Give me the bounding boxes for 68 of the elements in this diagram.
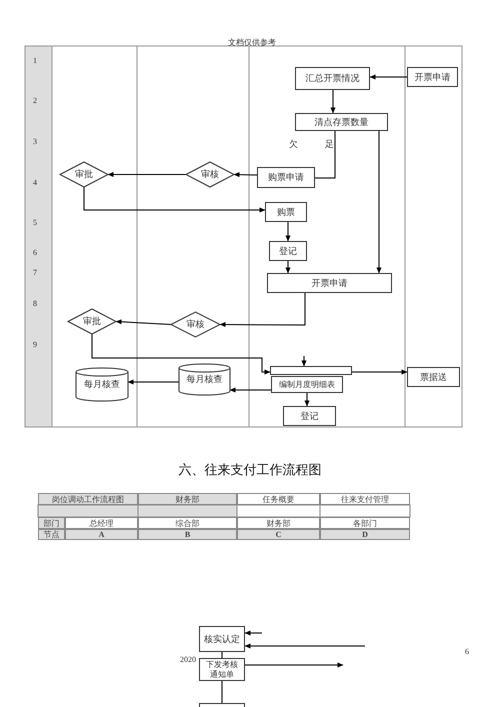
process-box: 核实认定	[199, 626, 245, 652]
table-cell: 任务概要	[237, 493, 320, 505]
process-box: 票据送	[407, 367, 460, 387]
table-cell: A	[65, 529, 138, 540]
arrow	[128, 380, 180, 384]
page-header: 文档仅供参考	[228, 37, 276, 48]
arrow	[108, 172, 186, 177]
section-heading: 六、往来支付工作流程图	[178, 462, 322, 479]
process-box: 编制月度明细表	[271, 376, 343, 393]
arrow	[286, 260, 290, 274]
table-cell: 岗位调动工作流程图	[38, 493, 138, 505]
table-cell: 节点	[38, 529, 65, 540]
table-cell: 总经理	[65, 517, 138, 529]
arrow	[286, 222, 290, 242]
table-cell: 往来支付管理	[320, 493, 410, 505]
arrow	[244, 662, 344, 668]
table-cell: 综合部	[138, 517, 237, 529]
row-number: 3	[33, 137, 37, 146]
process-box: 购票	[265, 202, 307, 222]
row-number: 1	[33, 56, 37, 65]
row-number: 2	[33, 96, 37, 105]
process-box: 登记	[283, 406, 336, 426]
table-cell: 财务部	[138, 493, 237, 505]
arrow	[304, 392, 310, 406]
arrow	[330, 90, 336, 114]
table-cell: 各部门	[320, 517, 410, 529]
page-number: 6	[465, 647, 469, 656]
connector-line	[314, 130, 336, 178]
process-box: 开票申请	[267, 273, 392, 293]
arrow	[220, 292, 306, 328]
row-number: 5	[33, 218, 37, 227]
process-box: 汇总开票情况	[295, 67, 370, 90]
arrow	[370, 74, 408, 80]
arrow	[92, 334, 270, 374]
decision-diamond: 审核	[186, 162, 234, 187]
table-cell: C	[237, 529, 320, 540]
row-number: 7	[33, 268, 37, 277]
database-cylinder: 每月核查	[179, 364, 230, 395]
process-box: 购票申请	[257, 167, 315, 188]
table-cell: 部门	[38, 517, 65, 529]
table-cell: D	[320, 529, 410, 540]
process-box: 登记	[269, 241, 307, 261]
database-cylinder: 每月核查	[76, 368, 128, 401]
arrow	[84, 186, 266, 212]
row-number: 8	[33, 299, 37, 308]
branch-label: 足	[325, 138, 334, 151]
arrow	[376, 130, 382, 274]
process-box	[270, 366, 352, 375]
decision-diamond: 审批	[68, 309, 116, 334]
arrow	[230, 388, 272, 392]
table-cell: 财务部	[237, 517, 320, 529]
decision-diamond: 审核	[171, 312, 220, 337]
arrow	[352, 370, 408, 374]
table-cell: B	[138, 529, 237, 540]
row-number: 9	[33, 340, 37, 349]
arrow	[234, 172, 258, 178]
process-box: 清点存票数量	[295, 113, 388, 131]
process-box: 下发考核通知单	[199, 658, 245, 681]
date-text: 2020	[180, 655, 196, 664]
decision-diamond: 审批	[60, 162, 108, 187]
arrow	[244, 630, 262, 636]
row-number: 6	[33, 248, 37, 257]
branch-label: 欠	[289, 138, 298, 151]
arrow	[116, 319, 172, 325]
row-number: 4	[33, 178, 37, 187]
arrow	[244, 644, 366, 648]
arrow	[302, 356, 306, 366]
process-box: 开票申请	[407, 67, 458, 87]
